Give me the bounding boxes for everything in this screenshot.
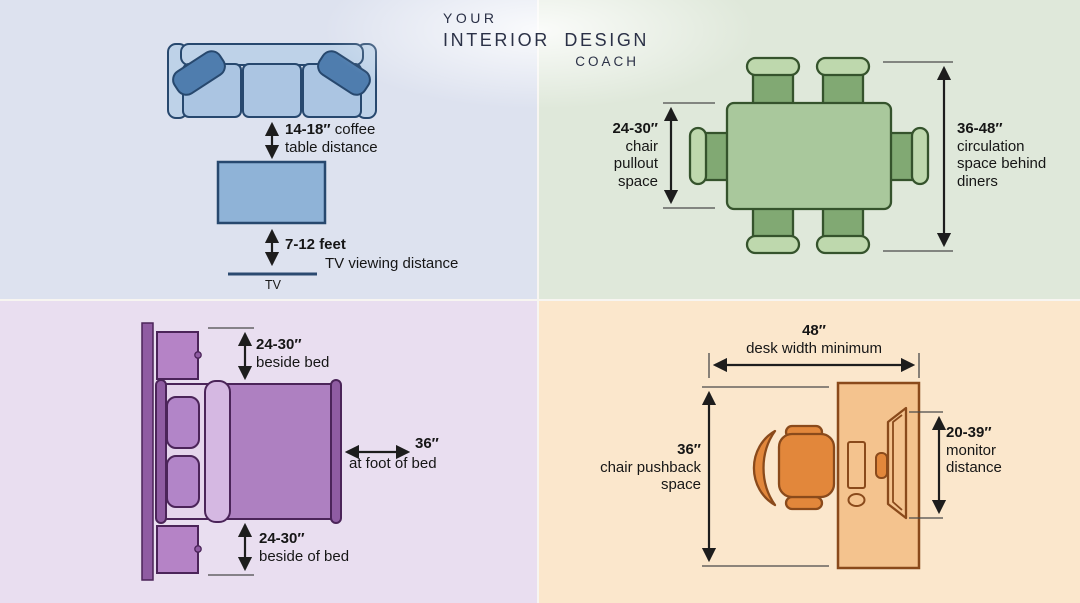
quadrant-home-office xyxy=(539,301,1080,603)
dining-table xyxy=(725,101,893,211)
logo-your: YOUR xyxy=(443,10,498,26)
headboard xyxy=(155,379,167,524)
dining-chair-bottom-right xyxy=(815,202,871,255)
coffee-table xyxy=(216,160,327,225)
logo-coach: COACH xyxy=(575,54,639,69)
logo: YOUR INTERIOR DESIGN COACH xyxy=(443,10,650,69)
logo-interior-design: INTERIOR DESIGN xyxy=(443,30,650,50)
dining-chair-bottom-left xyxy=(745,202,801,255)
footboard xyxy=(330,379,342,524)
bed-pillow-bottom xyxy=(166,455,200,508)
quadrant-bedroom xyxy=(0,301,537,603)
monitor-stand xyxy=(875,452,888,479)
nightstand-bottom xyxy=(156,525,202,574)
bed xyxy=(155,379,342,524)
bed-pillow-top xyxy=(166,396,200,449)
nightstand-top xyxy=(156,331,202,380)
bed-sheet-fold xyxy=(204,380,231,523)
dining-chair-top-right xyxy=(815,56,871,110)
office-chair xyxy=(752,424,836,511)
home-office-drawing xyxy=(701,353,947,570)
office-chair-backrest xyxy=(752,429,777,507)
mouse xyxy=(847,493,866,507)
dining-chair-top-left xyxy=(745,56,801,110)
bedroom-drawing xyxy=(141,322,411,581)
sofa xyxy=(167,43,377,119)
keyboard xyxy=(847,441,866,489)
wall xyxy=(141,322,154,581)
